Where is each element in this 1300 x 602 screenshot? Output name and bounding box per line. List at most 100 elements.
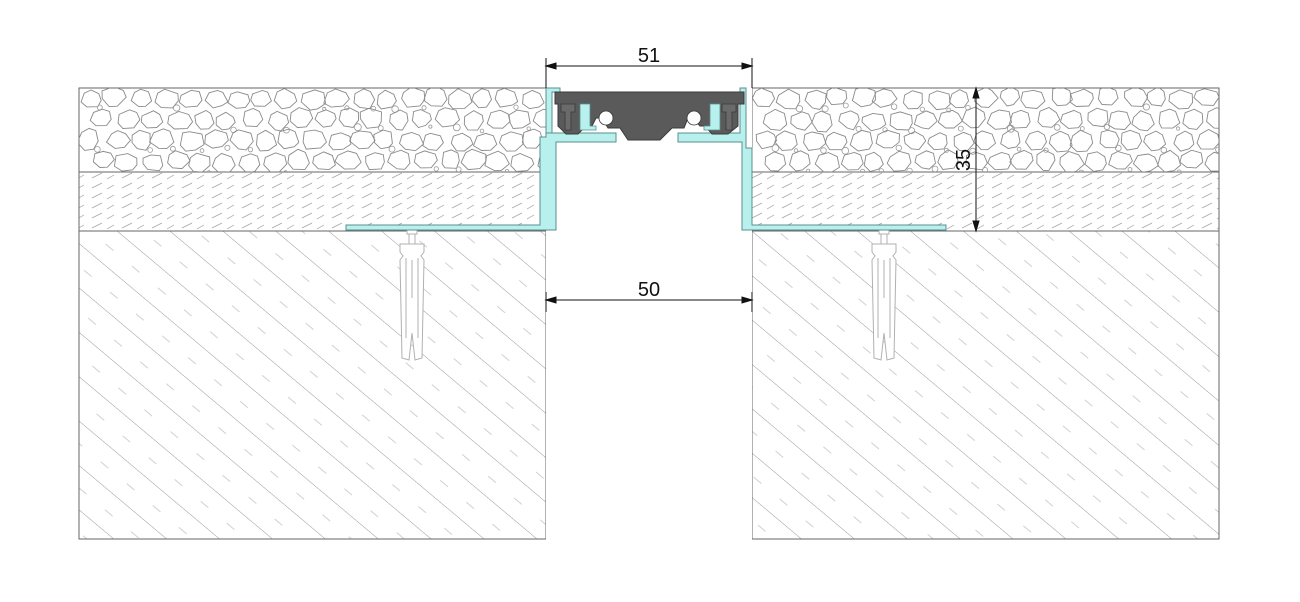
aggregate-stone [398,132,425,152]
aggregate-stone [811,110,833,133]
insert-body [554,91,745,141]
aggregate-stone [1087,107,1109,128]
aggregate-pebble [421,105,427,111]
aggregate-pebble [455,166,462,172]
left-concrete-base [78,230,547,540]
aggregate-stone [229,129,254,151]
aggregate-stone [1099,129,1120,149]
aggregate-stone [389,109,409,131]
aggregate-stone [914,150,936,170]
aggregate-pebble [1226,126,1230,130]
aggregate-stone [804,89,827,110]
aggregate-stone [1059,109,1083,129]
left-screed-layer [78,171,547,232]
aggregate-stone [113,153,138,172]
aggregate-stone [1084,151,1107,172]
aggregate-pebble [206,170,211,172]
aggregate-stone [471,88,492,109]
aggregate-stone [179,131,205,152]
aggregate-stone [376,89,397,110]
aggregate-pebble [821,105,829,113]
aggregate-stone [287,148,310,171]
aggregate-pebble [1160,146,1167,154]
aggregate-stone [130,88,153,108]
aggregate-stone [1008,109,1031,129]
dimension-gap-width-label: 50 [638,279,660,301]
aggregate-pebble [147,147,153,153]
aggregate-pebble [505,169,509,172]
aggregate-stone [1120,129,1143,151]
aggregate-stone [987,152,1012,171]
aggregate-stone [498,131,524,152]
aggregate-stone [1000,128,1021,149]
aggregate-stone [986,109,1012,130]
aggregate-stone [349,130,376,150]
left-clip [579,103,597,131]
aggregate-stone [851,88,877,108]
aggregate-stone [849,129,873,152]
insert-left-lug [560,103,576,131]
aggregate-stone [510,153,535,172]
aggregate-stone [178,89,203,108]
aggregate-pebble [771,144,780,152]
aggregate-stone [300,89,326,111]
elastomer-insert [554,91,745,141]
aggregate-stone [242,108,264,127]
aggregate-pebble [433,166,439,172]
aggregate-stone [961,106,986,129]
aggregate-stone [1009,149,1034,170]
aggregate-stone [1193,88,1219,106]
aggregate-stone [463,110,484,131]
aggregate-stone [92,150,115,168]
aggregate-pebble [94,146,101,153]
aggregate-stone [913,110,938,130]
aggregate-stone [824,131,848,151]
aggregate-stone [188,152,211,172]
aggregate-stone [764,151,787,172]
dimension-gap-width [544,292,754,312]
aggregate-pebble [895,144,902,152]
aggregate-pebble [1215,146,1219,153]
aggregate-pebble [224,144,231,151]
aggregate-stone [508,109,531,129]
aggregate-stone [167,111,194,130]
aggregate-stone [953,131,975,152]
aggregate-pebble [1127,167,1133,172]
aggregate-stone [1048,130,1073,153]
aggregate-stone [312,151,336,171]
aggregate-stone [411,109,432,129]
aggregate-stone [1132,153,1159,172]
aggregate-pebble [1223,170,1229,176]
aggregate-pebble [513,104,519,110]
aggregate-stone [1206,107,1219,129]
aggregate-stone [886,150,912,172]
aggregate-pebble [806,168,811,172]
joint-gap [546,88,752,540]
aggregate-stone [903,131,927,151]
aggregate-pebble [855,125,862,132]
aggregate-stone [1173,130,1195,152]
aggregate-stone [775,88,801,110]
aggregate-pebble [428,124,433,129]
aggregate-stone [250,90,272,107]
aggregate-stone [277,128,300,150]
aggregate-stone [861,112,887,132]
aggregate-pebble [479,128,485,134]
aggregate-stone [774,130,798,151]
right-aluminium-profile [677,87,947,231]
left-slab [78,87,547,540]
aggregate-pebble [1078,169,1085,172]
aggregate-stone [1146,88,1166,107]
aggregate-pebble [906,167,913,172]
aggregate-pebble [1176,169,1182,172]
left-profile-upstand [545,87,561,134]
aggregate-stone [927,132,948,151]
aggregate-pebble [199,148,205,153]
aggregate-stone [486,109,511,129]
aggregate-stone [334,150,362,170]
aggregate-stone [140,110,164,129]
aggregate-pebble [452,123,461,132]
aggregate-stone [965,151,988,171]
aggregate-stone [1196,128,1219,150]
aggregate-stone [1204,151,1219,172]
